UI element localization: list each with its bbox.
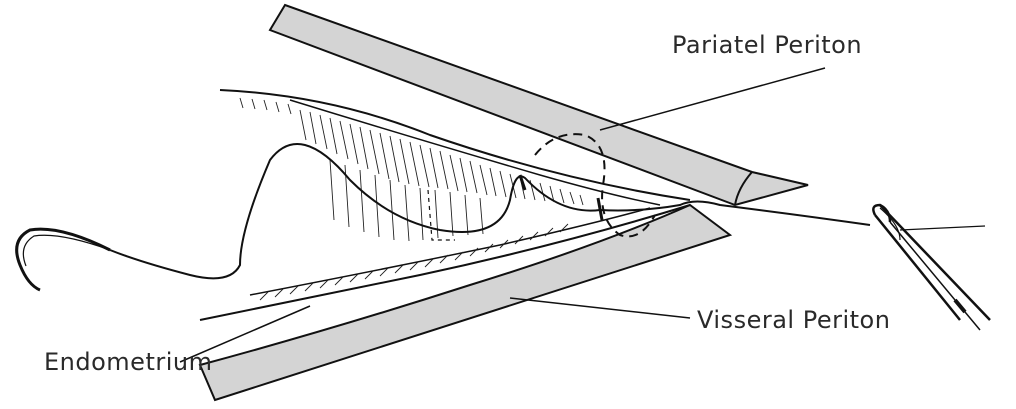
stitch-mark-2 (598, 198, 602, 220)
needle-holder-forceps-icon (873, 205, 990, 330)
suture-thread (110, 144, 870, 278)
visceral-leader-line (510, 298, 690, 318)
parietal-peritoneum-label: Pariatel Periton (672, 31, 862, 59)
visceral-peritoneum-band (200, 205, 730, 400)
dashed-inner-path (428, 190, 455, 240)
endometrium-label: Endometrium (44, 348, 212, 376)
parietal-leader-line (600, 68, 825, 130)
visceral-peritoneum-label: Visseral Periton (697, 306, 890, 334)
